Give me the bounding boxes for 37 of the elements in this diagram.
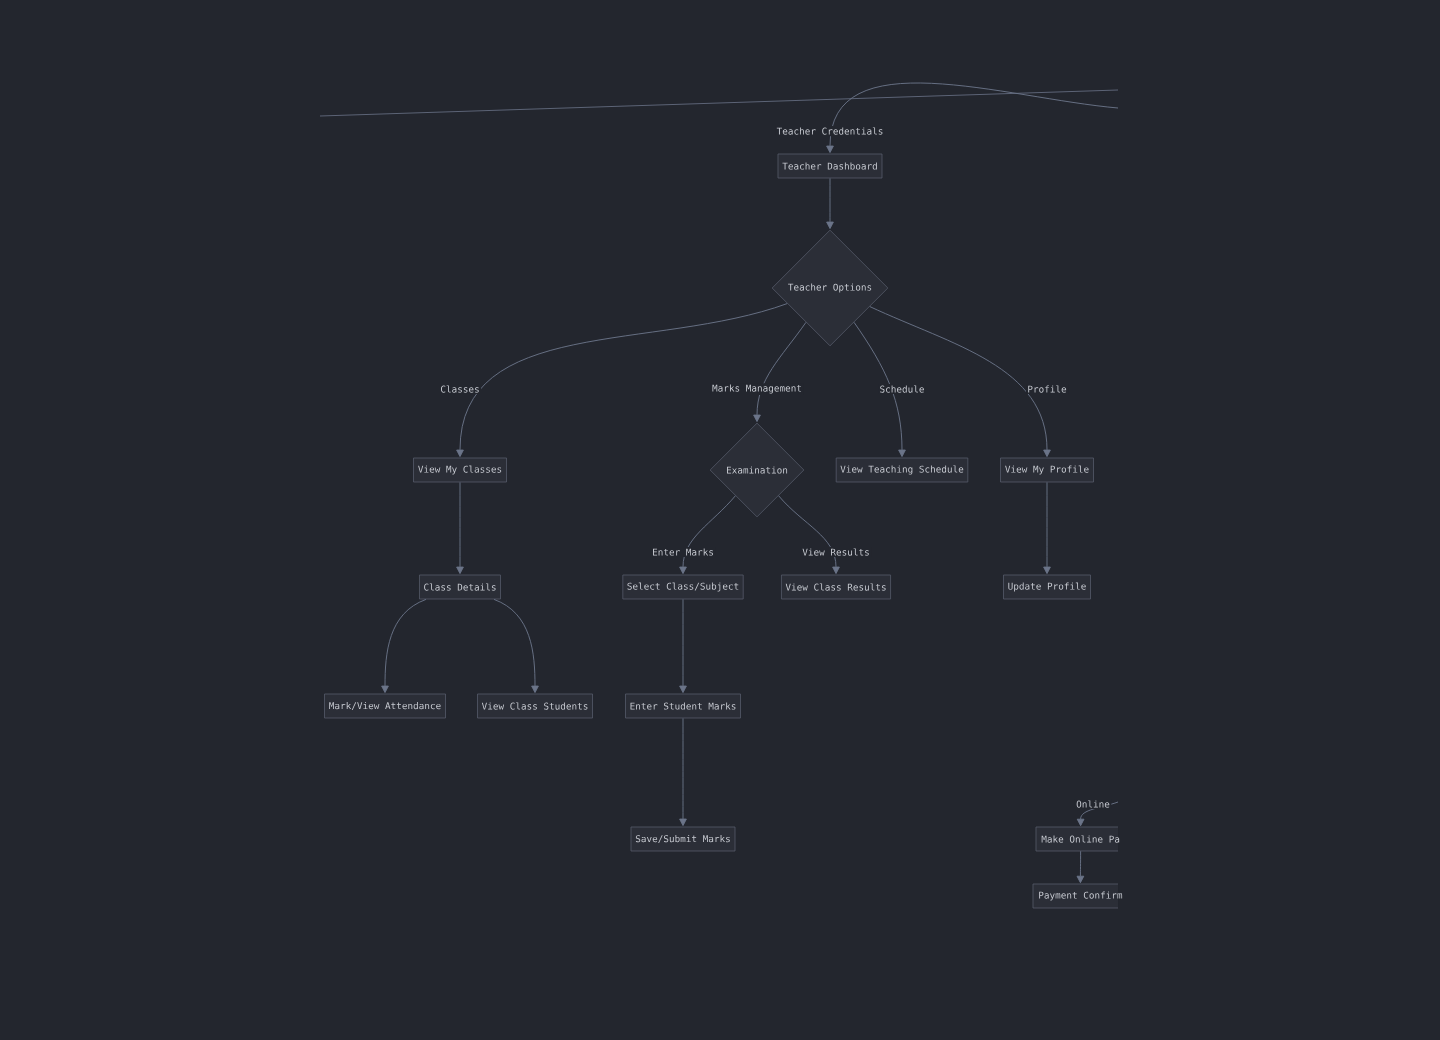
arrow	[753, 321, 807, 423]
process-box: Payment Confirm	[1032, 883, 1123, 909]
arrow	[869, 306, 1051, 458]
process-box: Update Profile	[1003, 574, 1091, 600]
process-box: Enter Student Marks	[625, 693, 741, 719]
edge-label: Profile	[1026, 384, 1068, 394]
process-box: Select Class/Subject	[622, 574, 744, 600]
arrow	[679, 598, 687, 694]
arrow	[679, 717, 687, 827]
process-box: Mark/View Attendance	[324, 693, 446, 719]
process-box: View Class Results	[781, 574, 891, 600]
arrow	[826, 177, 834, 230]
arrow	[1043, 481, 1051, 575]
process-box: Teacher Dashboard	[777, 153, 883, 179]
edge-label: View Results	[800, 547, 872, 557]
edge-label: Classes	[439, 384, 481, 394]
arrow	[493, 598, 539, 694]
process-box: Make Online Pa	[1035, 826, 1120, 852]
edge-label: Schedule	[878, 384, 926, 394]
edge-label: Marks Management	[710, 383, 804, 395]
arrow	[456, 481, 464, 575]
process-box: View Teaching Schedule	[835, 457, 969, 483]
process-box: View Class Students	[477, 693, 593, 719]
arrow	[1076, 850, 1085, 884]
process-box: View My Classes	[413, 457, 507, 483]
arrow	[826, 82, 1119, 154]
arrow	[456, 303, 788, 458]
arrow	[778, 495, 840, 575]
edge-label: Teacher Credentials	[775, 126, 885, 136]
process-box: Class Details	[419, 574, 501, 600]
process-box: Save/Submit Marks	[630, 826, 736, 852]
arrow	[381, 598, 427, 694]
edge-label: Online	[1074, 799, 1112, 809]
arrow	[853, 321, 906, 458]
edge-label: Enter Marks	[650, 547, 716, 557]
process-box: View My Profile	[1000, 457, 1094, 483]
arrow	[679, 495, 736, 575]
